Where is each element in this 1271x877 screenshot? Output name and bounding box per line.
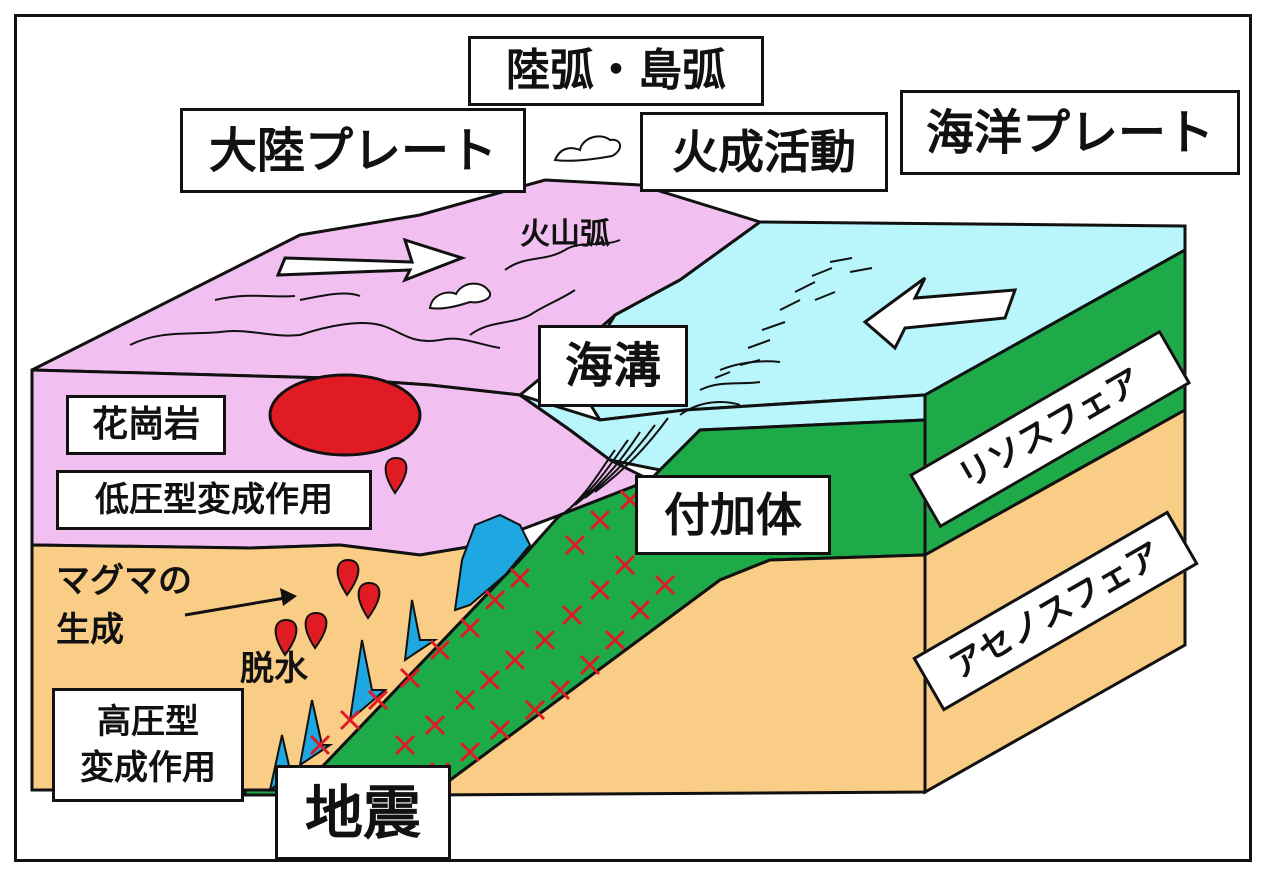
earthquake-mark (549, 679, 571, 701)
label-continental-plate: 大陸プレート (180, 108, 526, 193)
earthquake-mark (459, 617, 481, 639)
label-magma-generation: マグマの 生成 (56, 561, 192, 651)
earthquake-mark (394, 734, 416, 756)
fluid-rising-2 (403, 599, 439, 663)
earthquake-mark (534, 629, 556, 651)
label-accretionary-prism: 付加体 (635, 475, 831, 555)
earthquake-mark (454, 689, 476, 711)
label-continental-plate-text: 大陸プレート (208, 122, 497, 179)
asthenosphere-front (425, 553, 927, 797)
earthquake-mark (524, 699, 546, 721)
label-high-pressure-line1: 高圧型 (97, 702, 199, 742)
label-granite-text: 花崗岩 (91, 404, 200, 445)
mountain-ridge (129, 322, 501, 349)
fluid-rising-large (453, 513, 532, 612)
label-low-pressure-metamorphism: 低圧型変成作用 (56, 470, 372, 530)
earthquake-marks (309, 489, 676, 783)
label-oceanic-plate-text: 海洋プレート (925, 104, 1214, 161)
mountain-ridge (504, 239, 621, 271)
label-low-pressure-metamorphism-text: 低圧型変成作用 (95, 480, 333, 520)
label-volcanic-arc-text: 火山弧 (520, 217, 610, 252)
ocean-wave-marks (714, 257, 873, 379)
magma-drop (274, 618, 298, 657)
oceanic-plate-motion-arrow (862, 276, 1018, 351)
label-high-pressure-metamorphism: 高圧型 変成作用 (52, 688, 244, 802)
earthquake-mark (479, 669, 501, 691)
label-igneous-activity-text: 火成活動 (672, 125, 856, 179)
earthquake-mark (509, 567, 531, 589)
earthquake-mark (589, 579, 611, 601)
earthquake-mark (484, 589, 506, 611)
label-igneous-activity: 火成活動 (640, 112, 888, 192)
label-accretionary-prism-text: 付加体 (664, 488, 802, 542)
label-volcanic-arc: 火山弧 (520, 217, 610, 253)
earthquake-mark (367, 689, 389, 711)
earthquake-mark (614, 554, 636, 576)
label-earthquake: 地震 (275, 765, 451, 860)
label-arc: 陸弧・島弧 (468, 36, 764, 106)
label-trench-text: 海溝 (564, 338, 661, 394)
earthquake-mark (654, 574, 676, 596)
earthquake-mark (339, 709, 361, 731)
label-arc-text: 陸弧・島弧 (506, 45, 726, 96)
continental-plate-motion-arrow (275, 237, 467, 283)
mountain-ridge (214, 292, 361, 301)
label-oceanic-plate: 海洋プレート (900, 90, 1240, 175)
earthquake-mark (604, 629, 626, 651)
earthquake-mark (459, 741, 481, 763)
volcanic-cloud (553, 135, 621, 162)
mountain-ridge (469, 289, 576, 336)
earthquake-mark (489, 719, 511, 741)
earthquake-mark (589, 509, 611, 531)
granite-magma-body (268, 373, 422, 457)
label-earthquake-text: 地震 (304, 778, 421, 847)
volcanic-cloud (428, 282, 491, 310)
fluid-rising-3 (348, 639, 388, 723)
earthquake-mark (429, 639, 451, 661)
label-dehydration: 脱水 (240, 649, 308, 689)
earthquake-mark (561, 604, 583, 626)
earthquake-mark (579, 654, 601, 676)
label-high-pressure-line2: 変成作用 (80, 748, 216, 788)
magma-drop (384, 456, 408, 495)
earthquake-mark (309, 734, 331, 756)
trench-lines (554, 417, 669, 521)
magma-drop (336, 558, 360, 597)
label-trench: 海溝 (538, 325, 688, 407)
label-dehydration-text: 脱水 (240, 649, 308, 689)
earthquake-mark (564, 534, 586, 556)
label-granite: 花崗岩 (66, 395, 226, 455)
earthquake-mark (424, 714, 446, 736)
magma-drop (304, 611, 328, 650)
label-magma-generation-line2: 生成 (56, 610, 124, 651)
earthquake-mark (504, 649, 526, 671)
magma-drop (357, 581, 381, 620)
label-magma-generation-line1: マグマの (56, 561, 192, 601)
earthquake-mark (399, 667, 421, 689)
earthquake-mark (629, 599, 651, 621)
